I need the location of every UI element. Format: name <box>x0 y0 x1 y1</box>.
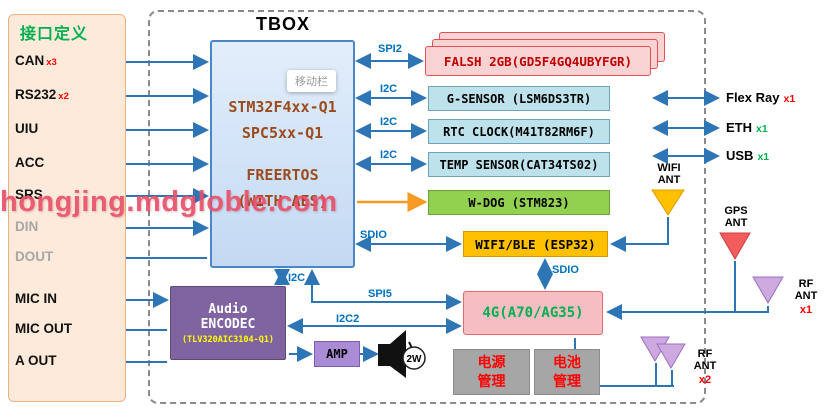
interface-item-mic-in: MIC IN <box>15 291 57 306</box>
battery-label: 电池 <box>553 354 581 370</box>
bus-label-i2c-temp: I2C <box>380 149 398 161</box>
interface-item-label: RS232 <box>15 87 57 102</box>
wifi-antenna-label: WIFI ANT <box>657 162 681 186</box>
mcu-line: SPC5xx-Q1 <box>241 124 324 142</box>
watchdog-block: W-DOG (STM823) <box>428 190 610 215</box>
interface-item-label: ACC <box>15 155 45 170</box>
power-management-block: 电源 管理 <box>453 349 530 395</box>
power-label: 管理 <box>477 373 506 389</box>
wifi-ble-block: WIFI/BLE (ESP32) <box>463 231 608 257</box>
port-label: ETH <box>726 120 752 135</box>
floating-toolbar-tag: 移动栏 <box>287 70 336 92</box>
interface-panel <box>8 14 126 402</box>
gps-antenna-label: GPS ANT <box>724 205 748 229</box>
port-count: x1 <box>783 93 796 105</box>
interface-item-label: DIN <box>15 219 39 234</box>
interface-panel-title: 接口定义 <box>20 26 89 43</box>
interface-item-label: SRS <box>15 187 43 202</box>
interface-item-acc: ACC <box>15 155 44 170</box>
port-count: x1 <box>756 123 768 135</box>
interface-item-dout: DOUT <box>15 249 53 264</box>
bus-label-i2c2: I2C2 <box>336 313 360 325</box>
interface-item-uiu: UIU <box>15 121 38 136</box>
battery-management-block: 电池 管理 <box>534 349 600 395</box>
g-sensor-block: G-SENSOR (LSM6DS3TR) <box>428 86 610 111</box>
interface-item-label: MIC OUT <box>15 321 72 336</box>
speaker-icon: 2W <box>378 330 426 378</box>
audio-part-number: (TLV320AIC3104-Q1) <box>181 334 275 345</box>
port-usb: USB x1 <box>726 148 769 163</box>
port-flexray: Flex Ray x1 <box>726 90 795 105</box>
interface-item-label: CAN <box>15 53 45 68</box>
audio-line: ENCODEC <box>200 316 256 332</box>
4g-modem-block: 4G(A70/AG35) <box>463 291 603 335</box>
port-label: USB <box>726 148 754 163</box>
audio-line: Audio <box>208 301 248 317</box>
battery-label: 管理 <box>553 373 581 389</box>
interface-item-rs232: RS232 x2 <box>15 87 69 102</box>
amp-block: AMP <box>314 341 360 367</box>
audio-codec-block: Audio ENCODEC (TLV320AIC3104-Q1) <box>170 286 286 360</box>
bus-label-i2c-rtc: I2C <box>380 116 398 128</box>
flash-block: FALSH 2GB(GD5F4GQ4UBYFGR) <box>425 46 651 76</box>
interface-item-count: x3 <box>46 57 57 68</box>
rf-antenna-x1-label: RF ANT x1 <box>787 278 824 316</box>
interface-item-label: DOUT <box>15 249 54 264</box>
gps-antenna-icon <box>719 232 751 261</box>
interface-item-mic-out: MIC OUT <box>15 321 72 336</box>
mcu-line: (WITH AES) <box>237 192 328 210</box>
bus-label-spi5: SPI5 <box>368 288 392 300</box>
bus-label-spi2: SPI2 <box>378 43 402 55</box>
mcu-line: FREERTOS <box>246 166 319 184</box>
mcu-line: STM32F4xx-Q1 <box>228 98 337 116</box>
interface-item-din: DIN <box>15 219 38 234</box>
port-label: Flex Ray <box>726 90 780 105</box>
rf-antenna-x2-label: RF ANT x2 <box>686 348 724 386</box>
interface-item-label: A OUT <box>15 353 57 368</box>
interface-item-label: UIU <box>15 121 39 136</box>
bus-label-sdio-4g: SDIO <box>552 264 579 276</box>
antenna-count: x1 <box>799 304 813 316</box>
port-eth: ETH x1 <box>726 120 768 135</box>
interface-item-srs: SRS <box>15 187 43 202</box>
bus-label-sdio-wifi: SDIO <box>360 229 387 241</box>
watermark-text: hongjing.mdgloble.com <box>0 186 338 218</box>
bus-label-i2c-gsensor: I2C <box>380 83 398 95</box>
temp-sensor-block: TEMP SENSOR(CAT34TS02) <box>428 152 610 177</box>
tbox-title: TBOX <box>256 14 311 34</box>
speaker-power-label: 2W <box>407 354 423 365</box>
port-count: x1 <box>757 151 770 163</box>
interface-item-a-out: A OUT <box>15 353 57 368</box>
rtc-clock-block: RTC CLOCK(M41T82RM6F) <box>428 119 610 144</box>
antenna-count: x2 <box>698 374 712 386</box>
rf-antenna-x1-icon <box>752 276 784 305</box>
tbox-dashed-border <box>148 10 706 404</box>
interface-item-count: x2 <box>58 91 69 102</box>
bus-label-i2c-audio: I2C <box>288 272 306 284</box>
power-label: 电源 <box>477 354 506 370</box>
interface-item-label: MIC IN <box>15 291 57 306</box>
interface-item-can: CAN x3 <box>15 53 57 68</box>
